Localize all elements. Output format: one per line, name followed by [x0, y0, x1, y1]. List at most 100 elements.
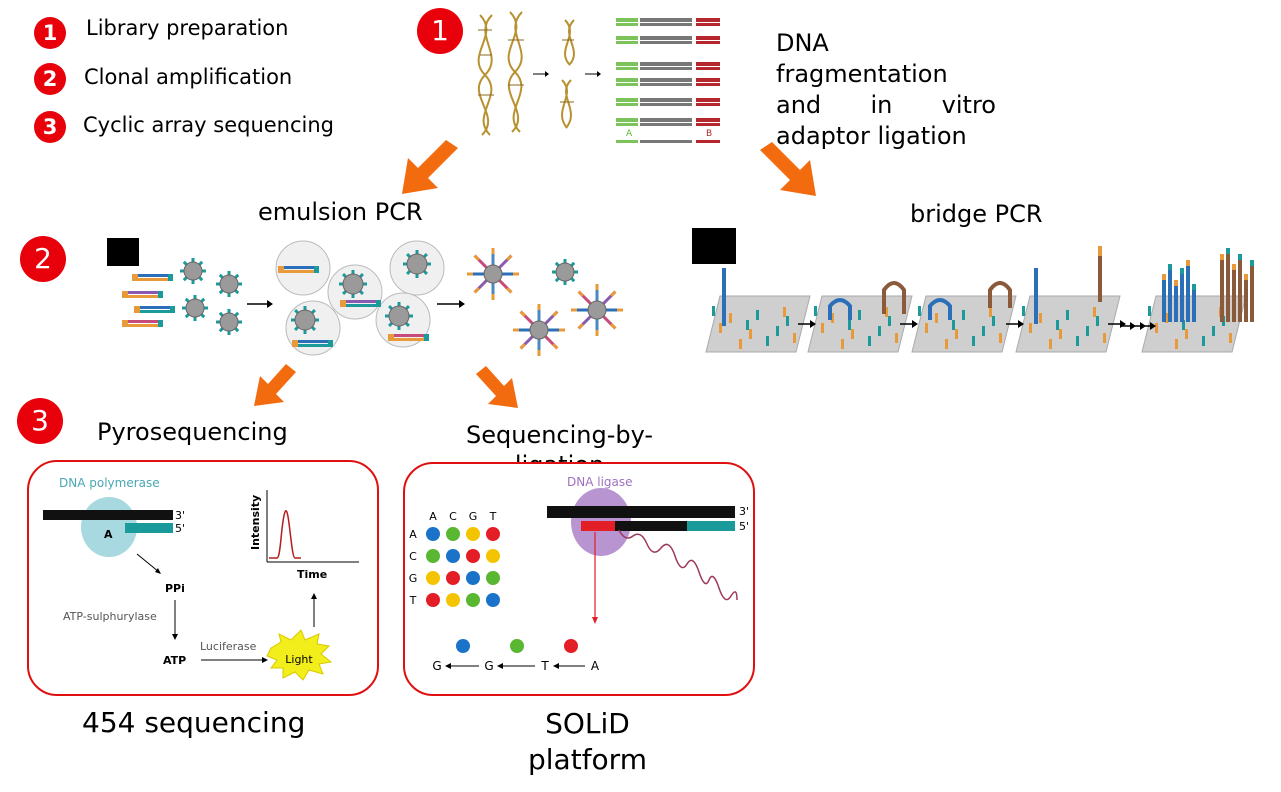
- atp-label: ATP: [163, 654, 186, 667]
- luciferase-label: Luciferase: [200, 640, 257, 653]
- ligation-adaptor: [687, 521, 735, 531]
- surface-primer: [952, 320, 955, 330]
- capture-bead: [403, 250, 431, 278]
- pyrosequencing-schematic: DNA polymerase 3' 5' A PPi ATP-sulphuryl…: [43, 476, 359, 681]
- dna-ligase-label: DNA ligase: [567, 475, 633, 489]
- cluster-strand: [1244, 274, 1248, 322]
- surface-primer: [1029, 323, 1032, 333]
- helix-strand: [477, 14, 493, 136]
- detected-color-dot: [564, 639, 578, 653]
- light-label: Light: [285, 653, 313, 666]
- capture-bead: [216, 271, 242, 297]
- surface-primer: [895, 333, 898, 343]
- library-description-line-2: fragmentation: [776, 60, 948, 88]
- dna-helix-illustration: [477, 11, 601, 136]
- surface-primer: [851, 329, 854, 339]
- surface-primer: [776, 326, 779, 336]
- surface-primer: [888, 316, 891, 326]
- color-space-dot: [466, 549, 480, 563]
- bridge-pcr-label: bridge PCR: [910, 200, 1043, 228]
- surface-primer: [786, 316, 789, 326]
- color-space-column-label: G: [469, 510, 478, 523]
- adaptor-a: [616, 18, 638, 22]
- surface-primer: [739, 339, 742, 349]
- adaptor-b: [696, 78, 720, 82]
- detected-color-dot: [510, 639, 524, 653]
- surface-primer: [1202, 336, 1205, 346]
- ppi-label: PPi: [165, 582, 185, 595]
- surface-primer: [989, 307, 992, 317]
- surface-primer: [821, 323, 824, 333]
- color-space-dot: [446, 571, 460, 585]
- adaptor-a: [616, 36, 638, 40]
- helix-strand: [565, 79, 572, 129]
- cluster-strand: [1238, 254, 1242, 322]
- surface-primer: [712, 306, 715, 316]
- surface-primer: [1229, 333, 1232, 343]
- surface-primer: [719, 323, 722, 333]
- solid-platform-label-line-2: platform: [528, 743, 647, 776]
- decoded-base: T: [540, 659, 549, 673]
- color-space-row-label: A: [409, 528, 417, 541]
- helix-strand: [564, 19, 571, 66]
- intensity-axis-label: Intensity: [249, 495, 262, 550]
- primer-strand: [125, 523, 173, 533]
- cluster-strand: [1180, 268, 1184, 322]
- dna-fragment: [132, 274, 173, 281]
- surface-primer: [729, 313, 732, 323]
- surface-primer: [749, 329, 752, 339]
- cluster-strand: [1168, 264, 1172, 322]
- surface-primer: [793, 333, 796, 343]
- pyrosequencing-title: Pyrosequencing: [97, 418, 288, 446]
- bridge-pcr-diagram: [692, 228, 1254, 353]
- step-badge-1: 1: [417, 8, 463, 54]
- adaptor-a-label: A: [626, 129, 633, 139]
- fluorescent-dye-tail: [618, 529, 738, 601]
- dna-fragment: [278, 266, 319, 273]
- cluster-strand: [1220, 254, 1224, 322]
- emulsion-pcr-label: emulsion PCR: [258, 198, 423, 226]
- color-space-dot: [466, 593, 480, 607]
- surface-primer: [885, 307, 888, 317]
- 454-sequencing-label: 454 sequencing: [82, 706, 306, 739]
- cluster-strand: [1192, 284, 1196, 322]
- cluster-strand: [1174, 280, 1178, 322]
- time-axis-label: Time: [297, 568, 327, 581]
- dna-fragment: [134, 306, 175, 313]
- detected-color-dot: [456, 639, 470, 653]
- color-space-dot: [426, 527, 440, 541]
- surface-primer: [982, 326, 985, 336]
- ligated-probe: [581, 521, 615, 531]
- step-badge-2: 2: [20, 236, 66, 282]
- amplified-bead: [513, 304, 565, 356]
- surface-primer: [935, 313, 938, 323]
- library-description-line-4: adaptor ligation: [776, 122, 967, 150]
- redaction-block: [692, 228, 736, 264]
- surface-primer: [831, 313, 834, 323]
- legend-label-clonal-amplification: Clonal amplification: [84, 65, 293, 89]
- color-space-dot: [446, 549, 460, 563]
- solid-platform-label: SOLiD platform: [528, 706, 647, 778]
- surface-primer: [1076, 336, 1079, 346]
- surface-primer: [1066, 310, 1069, 320]
- color-space-dot: [486, 593, 500, 607]
- color-space-dot: [426, 593, 440, 607]
- surface-primer: [945, 339, 948, 349]
- ligation-primer-strand: [615, 521, 735, 531]
- color-space-column-label: A: [429, 510, 437, 523]
- surface-primer: [1039, 313, 1042, 323]
- pyro-5prime-label: 5': [175, 522, 185, 535]
- ligation-5prime-label: 5': [739, 520, 749, 533]
- surface-primer: [1185, 329, 1188, 339]
- surface-primer: [746, 320, 749, 330]
- surface-primer: [955, 329, 958, 339]
- color-space-row-label: T: [409, 594, 417, 607]
- surface-primer: [1155, 323, 1158, 333]
- surface-primer: [918, 306, 921, 316]
- arrow-to-bridge-pcr: [760, 142, 816, 196]
- dna-fragment: [292, 340, 333, 347]
- adaptor-a: [616, 118, 638, 122]
- ligation-3prime-label: 3': [739, 505, 749, 518]
- surface-primer: [878, 326, 881, 336]
